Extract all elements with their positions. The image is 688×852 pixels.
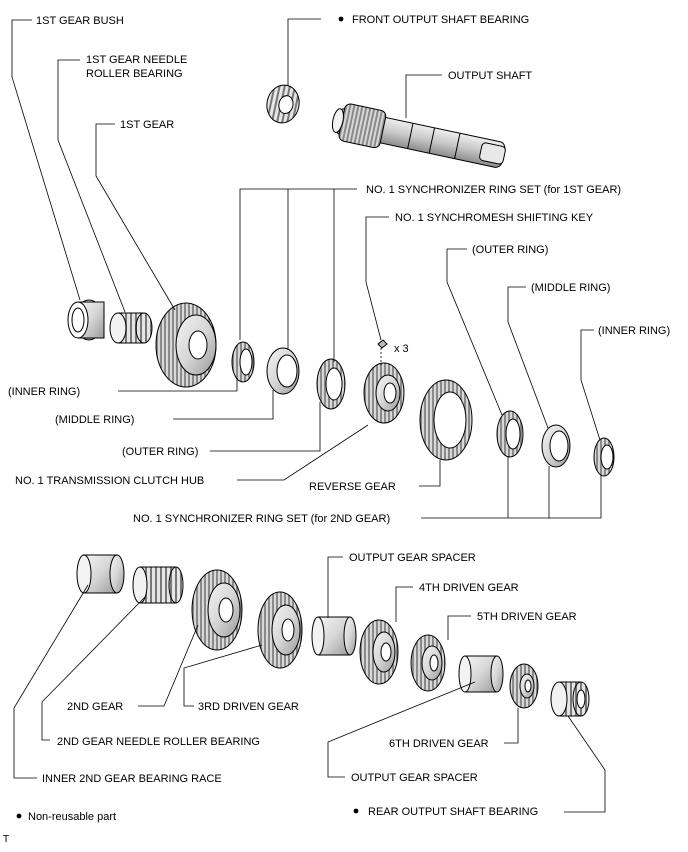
- clutch-hub-part: [363, 362, 405, 424]
- bullet-front-bearing: [338, 16, 344, 22]
- label-middle-ring-left: (MIDDLE RING): [55, 414, 134, 426]
- label-sync-ring-set-2nd: NO. 1 SYNCHRONIZER RING SET (for 2ND GEA…: [133, 513, 390, 525]
- label-qty-x3: x 3: [394, 343, 409, 355]
- sync-1st-middle-ring-part: [266, 347, 300, 395]
- label-rear-output-shaft-bearing: REAR OUTPUT SHAFT BEARING: [368, 806, 538, 818]
- first-gear-needle-bearing-part: [109, 312, 153, 344]
- bullet-rear-bearing: [353, 808, 359, 814]
- legend: Non-reusable part T: [3, 811, 116, 845]
- label-inner-ring-right: (INNER RING): [598, 325, 670, 337]
- sync-1st-inner-ring-part: [231, 341, 255, 383]
- inner-2nd-gear-bearing-race-part: [76, 554, 125, 594]
- label-middle-ring-right: (MIDDLE RING): [531, 282, 610, 294]
- label-output-gear-spacer-top: OUTPUT GEAR SPACER: [349, 552, 476, 564]
- label-sync-ring-set-1st: NO. 1 SYNCHRONIZER RING SET (for 1ST GEA…: [366, 184, 621, 196]
- label-2nd-gear-needle-bearing: 2ND GEAR NEEDLE ROLLER BEARING: [57, 736, 260, 748]
- first-gear-part: [155, 302, 217, 388]
- first-gear-bush-part: [67, 299, 105, 341]
- reverse-gear-part: [419, 379, 473, 461]
- label-3rd-driven-gear: 3RD DRIVEN GEAR: [198, 701, 299, 713]
- sync-2nd-inner-ring-part: [593, 437, 615, 477]
- front-output-shaft-bearing-part: [266, 84, 300, 124]
- legend-bullet-icon: [16, 813, 22, 819]
- label-1st-gear: 1ST GEAR: [120, 119, 174, 131]
- label-outer-ring-left: (OUTER RING): [122, 446, 198, 458]
- label-4th-driven-gear: 4TH DRIVEN GEAR: [419, 582, 519, 594]
- shifting-key-part: [377, 339, 388, 349]
- label-output-gear-spacer-bottom: OUTPUT GEAR SPACER: [351, 772, 478, 784]
- fifth-driven-gear-part: [410, 634, 446, 692]
- part-labels: 1ST GEAR BUSH 1ST GEAR NEEDLE ROLLER BEA…: [8, 14, 670, 818]
- legend-non-reusable: Non-reusable part: [28, 811, 116, 823]
- label-1st-gear-needle-line1: 1ST GEAR NEEDLE: [86, 54, 187, 66]
- corner-mark: T: [3, 834, 9, 845]
- sixth-driven-gear-part: [509, 663, 539, 709]
- label-inner-ring-left: (INNER RING): [8, 386, 80, 398]
- fourth-driven-gear-part: [359, 619, 399, 685]
- sync-2nd-middle-ring-part: [541, 424, 571, 468]
- sync-1st-outer-ring-part: [316, 358, 346, 410]
- label-shifting-key: NO. 1 SYNCHROMESH SHIFTING KEY: [395, 212, 594, 224]
- third-driven-gear-part: [257, 591, 303, 669]
- label-reverse-gear: REVERSE GEAR: [309, 481, 396, 493]
- label-front-output-shaft-bearing: FRONT OUTPUT SHAFT BEARING: [352, 14, 529, 26]
- leader-lines: [11, 18, 606, 813]
- output-gear-spacer-upper-part: [311, 616, 357, 656]
- label-outer-ring-right: (OUTER RING): [472, 244, 548, 256]
- label-6th-driven-gear: 6TH DRIVEN GEAR: [389, 738, 489, 750]
- second-gear-part: [191, 569, 243, 651]
- label-clutch-hub: NO. 1 TRANSMISSION CLUTCH HUB: [15, 475, 204, 487]
- output-shaft-part: [331, 103, 506, 168]
- label-5th-driven-gear: 5TH DRIVEN GEAR: [477, 611, 577, 623]
- sync-2nd-outer-ring-part: [496, 410, 524, 458]
- second-gear-needle-bearing-part: [132, 566, 184, 604]
- label-inner-2nd-gear-bearing-race: INNER 2ND GEAR BEARING RACE: [42, 773, 222, 785]
- rear-output-shaft-bearing-part: [550, 681, 590, 717]
- label-1st-gear-needle-line2: ROLLER BEARING: [86, 68, 183, 80]
- output-gear-spacer-lower-part: [458, 655, 504, 693]
- label-output-shaft: OUTPUT SHAFT: [448, 70, 532, 82]
- label-2nd-gear: 2ND GEAR: [67, 701, 123, 713]
- label-1st-gear-bush: 1ST GEAR BUSH: [36, 15, 124, 27]
